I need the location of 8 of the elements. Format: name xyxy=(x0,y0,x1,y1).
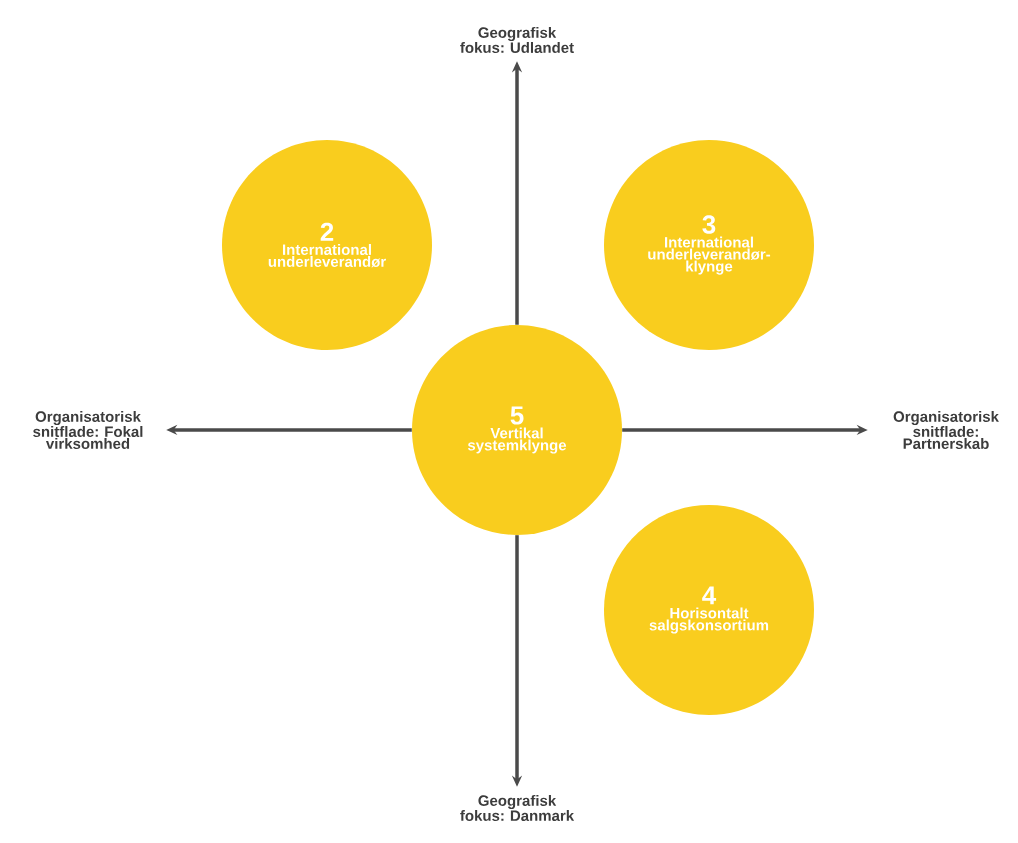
circle-node: 4 Horisontalt salgskonsortium xyxy=(604,505,814,715)
axis-label: Organisatorisk snitflade: Fokal virksomhed xyxy=(33,410,143,449)
axis-label: Organisatorisk snitflade: Partnerskab xyxy=(893,410,999,449)
circle-node: 2 International underleverandør xyxy=(222,140,432,350)
axis-label: Geografisk fokus: Danmark xyxy=(460,794,575,821)
circle-node: 5 Vertikal systemklynge xyxy=(412,325,622,535)
axis-label: Geografisk fokus: Udlandet xyxy=(460,26,574,53)
circle-node: 3 International underleverandør-klynge xyxy=(604,140,814,350)
